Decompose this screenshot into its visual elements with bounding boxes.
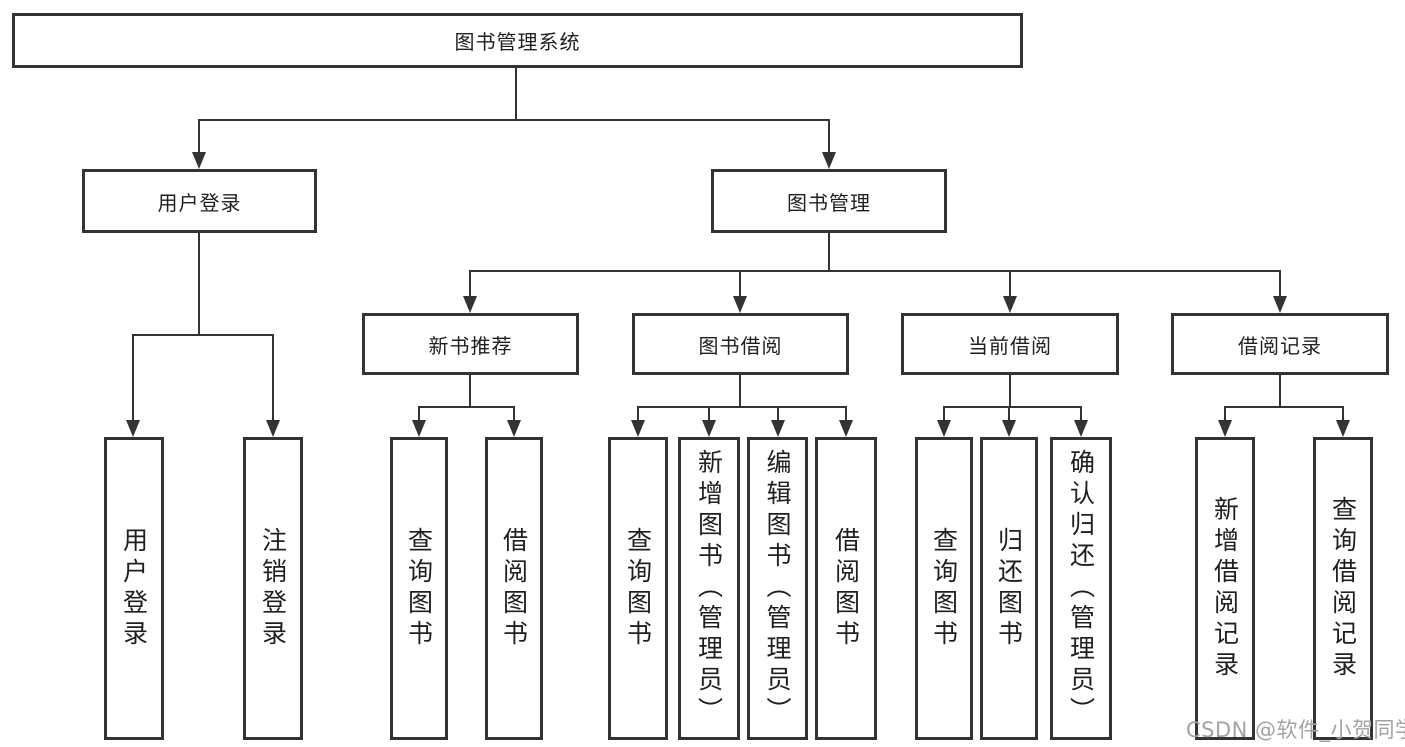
arrowhead-to-current: [1003, 296, 1017, 313]
node-label: 新书推荐: [428, 333, 513, 358]
connector-to-current-leaf3: [1080, 406, 1082, 420]
node-book-borrowing: 图书借阅: [632, 313, 849, 375]
connector-to-borrow-leaf2: [708, 406, 710, 420]
node-label: 查询图书: [623, 526, 653, 651]
node-label: 查询图书: [404, 526, 434, 651]
connector-to-manage: [828, 119, 830, 152]
node-label: 查询图书: [929, 526, 959, 651]
node-label: 注销登录: [258, 526, 288, 651]
leaf-user-login: 用户登录: [104, 437, 164, 740]
node-label: 确认归还（管理员）: [1066, 449, 1096, 728]
connector-to-record-leaf1: [1224, 406, 1226, 420]
node-label: 图书借阅: [698, 333, 783, 358]
arrowhead-to-borrow-leaf4: [839, 420, 853, 437]
leaf-borrow-add-books-admin: 新增图书（管理员）: [678, 437, 740, 740]
leaf-current-query-books: 查询图书: [915, 437, 973, 740]
arrowhead-to-record: [1273, 296, 1287, 313]
node-label: 用户登录: [119, 526, 149, 651]
leaf-logout: 注销登录: [243, 437, 303, 740]
leaf-borrow-borrow-books: 借阅图书: [815, 437, 877, 740]
leaf-rec-borrow-books: 借阅图书: [485, 437, 543, 740]
csdn-watermark: CSDN @软件_小贺同学: [1186, 718, 1405, 742]
connector-to-rec-leaf2: [513, 406, 515, 420]
connector-login-rail: [132, 334, 274, 336]
node-label: 借阅记录: [1238, 333, 1322, 358]
connector-record-stem: [1279, 375, 1281, 407]
connector-to-borrow-leaf4: [845, 406, 847, 420]
connector-to-login-leaf2: [272, 334, 274, 420]
arrowhead-to-current-leaf3: [1074, 420, 1088, 437]
leaf-record-query-borrow-record: 查询借阅记录: [1313, 437, 1373, 740]
connector-to-login-leaf1: [132, 334, 134, 420]
connector-borrow-stem: [739, 375, 741, 407]
node-book-management: 图书管理: [711, 169, 947, 233]
connector-to-current: [1009, 270, 1011, 296]
node-label: 查询借阅记录: [1328, 495, 1358, 682]
node-label: 新增借阅记录: [1210, 495, 1240, 682]
node-label: 图书管理: [787, 190, 871, 215]
leaf-record-add-borrow-record: 新增借阅记录: [1195, 437, 1255, 740]
node-borrowing-records: 借阅记录: [1171, 313, 1389, 375]
node-label: 图书管理系统: [454, 30, 581, 54]
arrowhead-to-login: [192, 152, 206, 169]
node-label: 归还图书: [994, 526, 1024, 651]
node-user-login: 用户登录: [82, 169, 317, 233]
leaf-borrow-edit-books-admin: 编辑图书（管理员）: [747, 437, 808, 740]
arrowhead-to-rec-leaf1: [412, 420, 426, 437]
connector-to-rec: [469, 270, 471, 296]
arrowhead-to-record-leaf2: [1336, 420, 1350, 437]
node-label: 用户登录: [157, 190, 242, 215]
connector-root-rail: [198, 119, 830, 121]
arrowhead-to-login-leaf1: [126, 420, 140, 437]
connector-to-record-leaf2: [1342, 406, 1344, 420]
arrowhead-to-borrow-leaf3: [771, 420, 785, 437]
node-new-book-recommend: 新书推荐: [362, 313, 579, 375]
connector-rec-stem: [469, 375, 471, 407]
connector-to-borrow-leaf1: [637, 406, 639, 420]
node-label: 当前借阅: [968, 333, 1052, 358]
arrowhead-to-manage: [822, 152, 836, 169]
arrowhead-to-login-leaf2: [266, 420, 280, 437]
connector-current-rail: [943, 406, 1082, 408]
connector-to-borrow-leaf3: [777, 406, 779, 420]
connector-login-stem: [198, 233, 200, 335]
node-current-borrowing: 当前借阅: [901, 313, 1119, 375]
arrowhead-to-rec-leaf2: [507, 420, 521, 437]
node-label: 编辑图书（管理员）: [763, 449, 792, 728]
arrowhead-to-current-leaf1: [937, 420, 951, 437]
leaf-rec-query-books: 查询图书: [390, 437, 448, 740]
arrowhead-to-record-leaf1: [1218, 420, 1232, 437]
connector-record-rail: [1224, 406, 1344, 408]
connector-to-borrow: [739, 270, 741, 296]
connector-to-current-leaf2: [1008, 406, 1010, 420]
connector-manage-rail: [469, 270, 1281, 272]
leaf-borrow-query-books: 查询图书: [608, 437, 668, 740]
arrowhead-to-current-leaf2: [1002, 420, 1016, 437]
arrowhead-to-borrow-leaf1: [631, 420, 645, 437]
connector-current-stem: [1009, 375, 1011, 407]
arrowhead-to-borrow: [733, 296, 747, 313]
connector-rec-rail: [418, 406, 515, 408]
node-label: 借阅图书: [831, 526, 861, 651]
leaf-current-confirm-return-admin: 确认归还（管理员）: [1050, 437, 1112, 740]
connector-borrow-rail: [637, 406, 847, 408]
leaf-current-return-books: 归还图书: [980, 437, 1038, 740]
arrowhead-to-borrow-leaf2: [702, 420, 716, 437]
connector-to-record: [1279, 270, 1281, 296]
connector-to-current-leaf1: [943, 406, 945, 420]
node-library-management-system: 图书管理系统: [12, 13, 1023, 68]
connector-to-login: [198, 119, 200, 152]
connector-to-rec-leaf1: [418, 406, 420, 420]
connector-manage-stem: [828, 233, 830, 271]
connector-root-stem: [515, 68, 517, 119]
node-label: 借阅图书: [499, 526, 529, 651]
node-label: 新增图书（管理员）: [694, 449, 724, 728]
arrowhead-to-rec: [463, 296, 477, 313]
